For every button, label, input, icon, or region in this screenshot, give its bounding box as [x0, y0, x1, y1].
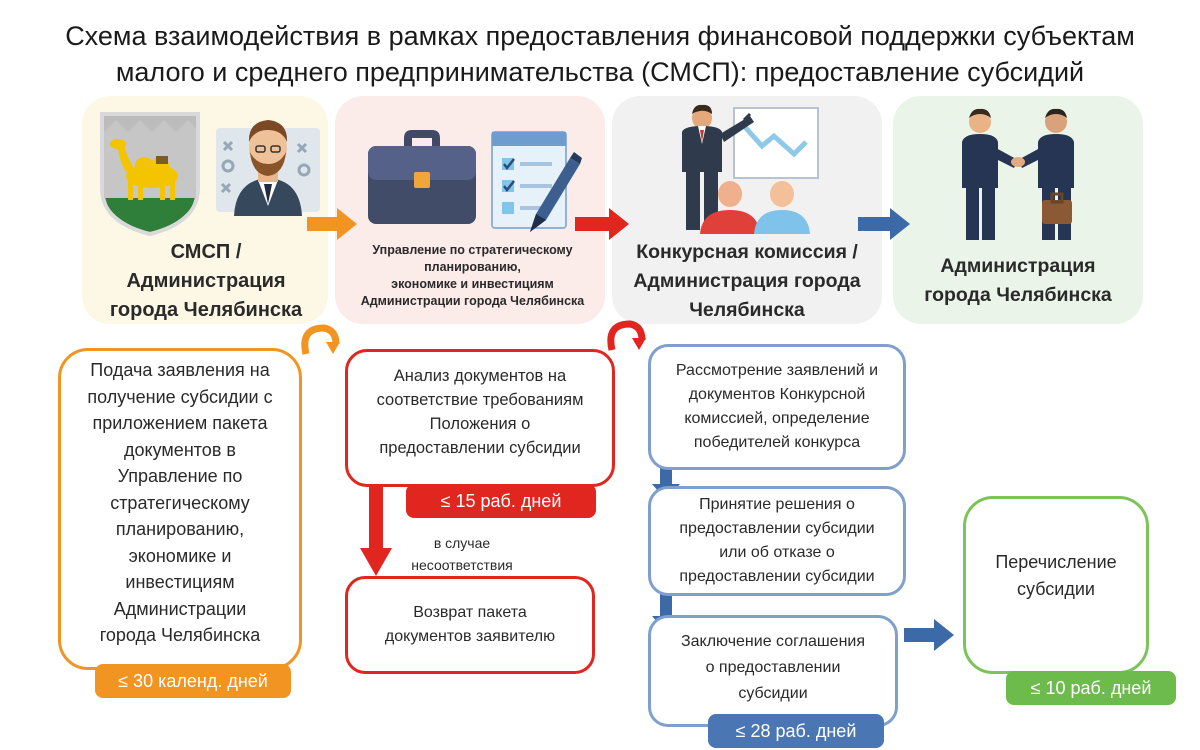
actor-department-line: Администрации города Челябинска	[360, 294, 585, 308]
step-line: субсидии	[1017, 579, 1095, 599]
actor-commission-line: Конкурсная комиссия /	[636, 241, 858, 263]
step-line: предоставлении субсидии	[679, 520, 875, 537]
arrow-right-orange-icon	[307, 208, 357, 240]
actor-department-line: экономике и инвестициям	[391, 277, 554, 291]
step-text: Перечисление субсидии	[995, 549, 1116, 603]
curved-arrow-red-icon	[607, 320, 646, 351]
step-line: Перечисление	[995, 552, 1117, 572]
step-line: Управление по	[117, 466, 243, 486]
arrow-right-blue-icon	[904, 619, 954, 651]
step-line: Анализ документов на	[393, 367, 567, 385]
step-line: получение субсидии с	[87, 386, 273, 407]
step-document-analysis: Анализ документов на соответствие требов…	[345, 349, 615, 487]
step-line: Рассмотрение заявлений и	[675, 362, 879, 379]
arrow-down-red-icon	[360, 486, 392, 576]
title-line-2: малого и среднего предпринимательства (С…	[115, 57, 1085, 87]
step-line: предоставлении субсидии	[679, 568, 875, 585]
briefcase-icon	[368, 130, 476, 224]
step-line: или об отказе о	[719, 544, 835, 561]
checklist-pen-icon	[491, 131, 582, 232]
actor-department-line: планированию,	[424, 260, 521, 274]
step-return-documents: Возврат пакета документов заявителю	[345, 576, 595, 674]
title-line-1: Схема взаимодействия в рамках предоставл…	[65, 21, 1135, 51]
step-line: Возврат пакета	[413, 604, 527, 621]
step-line: Администрации	[113, 598, 247, 619]
deadline-badge-10-days: ≤ 10 раб. дней	[1006, 671, 1176, 705]
businessman-icon	[216, 120, 320, 216]
chelyabinsk-coat-of-arms-icon	[100, 112, 200, 236]
handshake-icon	[962, 108, 1074, 240]
panel-administration	[893, 96, 1143, 324]
step-line: инвестициям	[125, 572, 235, 592]
step-submit-application: Подача заявления на получение субсидии с…	[58, 348, 302, 670]
step-line: комиссией, определение	[684, 410, 870, 427]
step-line: Подача заявления на	[90, 360, 270, 380]
step-line: приложением пакета	[92, 413, 268, 433]
mismatch-note: в случае несоответствия	[402, 532, 522, 576]
step-agreement: Заключение соглашения о предоставлении с…	[648, 615, 898, 727]
step-line: победителей конкурса	[693, 434, 861, 451]
step-decision: Принятие решения о предоставлении субсид…	[648, 486, 906, 596]
step-commission-review: Рассмотрение заявлений и документов Конк…	[648, 344, 906, 470]
deadline-badge-15-days: ≤ 15 раб. дней	[406, 484, 596, 518]
curved-arrow-orange-icon	[301, 324, 340, 355]
step-line: о предоставлении	[705, 659, 841, 676]
step-line: документов заявителю	[384, 628, 556, 645]
step-line: субсидии	[738, 685, 808, 702]
actor-department-line: Управление по стратегическому	[372, 243, 573, 257]
actor-commission-line: Челябинска	[689, 299, 805, 321]
deadline-badge-30-days: ≤ 30 календ. дней	[95, 664, 291, 698]
step-line: планированию,	[115, 519, 245, 539]
deadline-badge-28-days: ≤ 28 раб. дней	[708, 714, 884, 748]
actor-smsp-line: СМСП /	[170, 241, 242, 263]
actor-smsp-line: города Челябинска	[109, 299, 303, 321]
step-text: Принятие решения о предоставлении субсид…	[679, 493, 874, 589]
step-text: Рассмотрение заявлений и документов Конк…	[676, 359, 878, 455]
step-line: экономике и	[128, 545, 232, 566]
actor-competition-commission: Конкурсная комиссия / Администрация горо…	[612, 238, 882, 325]
actor-smsp-line: Администрация	[126, 270, 286, 292]
step-line: документов в	[124, 439, 236, 460]
step-line: Принятие решения о	[699, 496, 855, 513]
actor-smsp-administration: СМСП / Администрация города Челябинска	[86, 238, 326, 325]
presentation-committee-icon	[682, 104, 819, 234]
actor-administration-line: Администрация	[940, 255, 1096, 277]
actor-commission-line: Администрация города	[633, 270, 861, 292]
step-subsidy-transfer: Перечисление субсидии	[963, 496, 1149, 674]
note-line: несоответствия	[411, 557, 513, 573]
actor-city-administration: Администрация города Челябинска	[893, 252, 1143, 310]
step-text: Анализ документов на соответствие требов…	[377, 364, 584, 460]
step-line: предоставлении субсидии	[379, 439, 581, 457]
actor-strategic-department: Управление по стратегическому планирован…	[330, 242, 615, 310]
step-text: Возврат пакета документов заявителю	[385, 601, 555, 649]
note-line: в случае	[433, 535, 491, 551]
page-title: Схема взаимодействия в рамках предоставл…	[0, 18, 1200, 90]
step-line: стратегическому	[110, 492, 250, 513]
actor-administration-line: города Челябинска	[924, 284, 1112, 306]
step-text: Подача заявления на получение субсидии с…	[87, 357, 272, 649]
arrow-right-blue-icon	[858, 208, 910, 240]
step-line: документов Конкурсной	[688, 386, 866, 403]
step-line: Положения о	[429, 415, 531, 433]
step-text: Заключение соглашения о предоставлении с…	[681, 629, 865, 707]
step-line: Заключение соглашения	[680, 633, 866, 650]
step-line: соответствие требованиям	[376, 391, 584, 409]
step-line: города Челябинска	[99, 625, 261, 645]
arrow-right-red-icon	[575, 208, 629, 240]
